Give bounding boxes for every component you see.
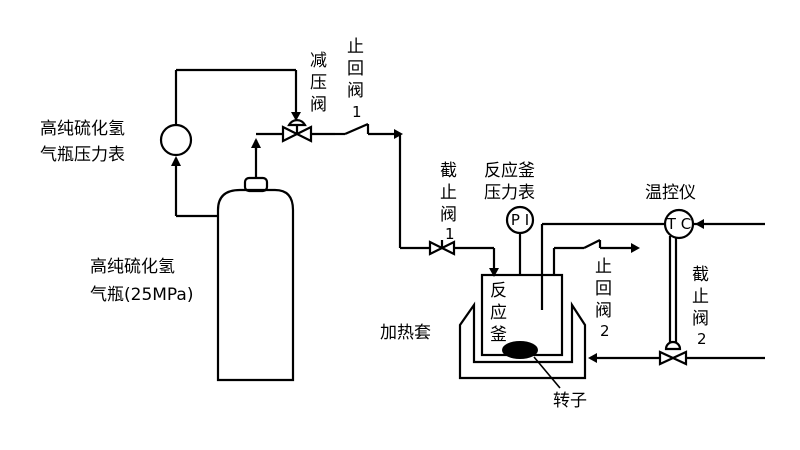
heating-jacket-label: 加热套 bbox=[380, 323, 431, 343]
reducing-valve-char-2: 压 bbox=[310, 73, 327, 93]
cylinder-pressure-gauge-icon bbox=[159, 123, 193, 157]
heating-jacket bbox=[458, 301, 587, 380]
cylinder-gauge-label-2: 气瓶压力表 bbox=[40, 145, 125, 165]
stop-valve-2-char-3: 阀 bbox=[692, 309, 709, 329]
stop-valve-2-char-4: 2 bbox=[697, 330, 707, 348]
reactor-outlets bbox=[540, 222, 664, 310]
reactor-gauge-label-1: 反应釜 bbox=[484, 161, 535, 181]
check-valve-2-char-2: 回 bbox=[595, 279, 612, 299]
temp-controller-label: 温控仪 bbox=[645, 183, 696, 203]
stirrer-leader bbox=[533, 356, 561, 389]
gas-cylinder bbox=[216, 140, 295, 382]
stop-valve-1-char-4: 1 bbox=[445, 225, 455, 243]
tc-symbol: T C bbox=[666, 215, 691, 233]
check-valve-1-char-2: 回 bbox=[347, 59, 364, 79]
temp-controller-lines bbox=[588, 219, 765, 366]
check-valve-1-char-1: 止 bbox=[347, 37, 364, 57]
check-valve-1-char-3: 阀 bbox=[347, 81, 364, 101]
cylinder-label-1: 高纯硫化氢 bbox=[90, 257, 175, 277]
main-line bbox=[251, 119, 499, 277]
stop-valve-1-char-1: 截 bbox=[440, 161, 457, 181]
stop-valve-2-char-1: 截 bbox=[692, 265, 709, 285]
stirrer-bar-icon bbox=[502, 341, 538, 359]
stirrer-label: 转子 bbox=[553, 391, 587, 411]
cylinder-gauge-label-1: 高纯硫化氢 bbox=[40, 119, 125, 139]
reactor-char-2: 应 bbox=[490, 303, 507, 323]
check-valve-2-char-1: 止 bbox=[595, 257, 612, 277]
reducing-valve-char-1: 减 bbox=[310, 51, 327, 71]
pi-symbol: P I bbox=[511, 211, 529, 229]
gauge-bypass-line bbox=[171, 68, 301, 218]
reactor-char-3: 釜 bbox=[490, 325, 507, 345]
reducing-valve-char-3: 阀 bbox=[310, 95, 327, 115]
reactor-char-1: 反 bbox=[490, 281, 507, 301]
reactor-gauge-label-2: 压力表 bbox=[484, 183, 535, 203]
stop-valve-1-char-3: 阀 bbox=[440, 205, 457, 225]
cylinder-label-2: 气瓶(25MPa) bbox=[90, 285, 193, 305]
stop-valve-1-char-2: 止 bbox=[440, 183, 457, 203]
stop-valve-2-char-2: 止 bbox=[692, 287, 709, 307]
check-valve-1-char-4: 1 bbox=[352, 103, 362, 121]
check-valve-2-char-4: 2 bbox=[600, 322, 610, 340]
check-valve-2-char-3: 阀 bbox=[595, 301, 612, 321]
reactor-pressure-gauge-icon bbox=[505, 205, 535, 235]
